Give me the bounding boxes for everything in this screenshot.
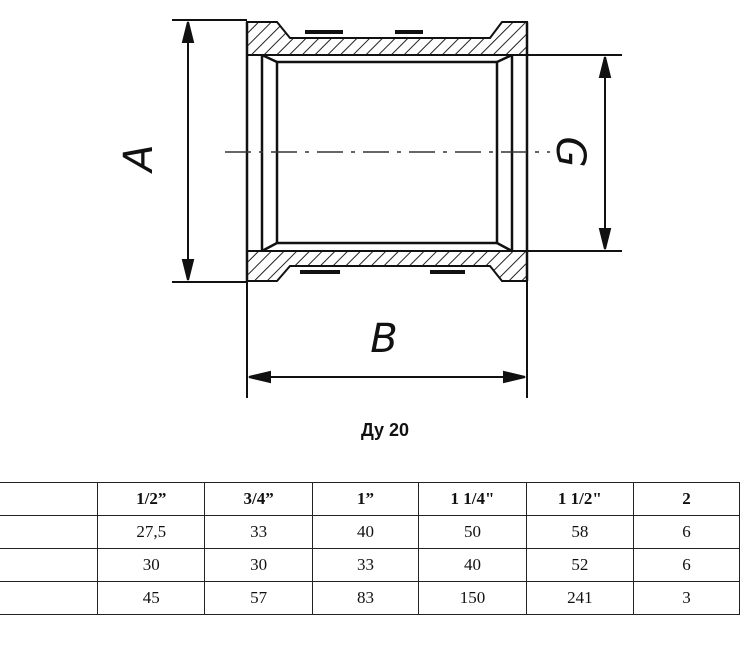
table-cell: 58 (525, 515, 635, 549)
table-cell (0, 515, 99, 549)
table-cell: 33 (311, 548, 420, 582)
table-row: 30 30 33 40 52 6 (0, 548, 740, 582)
table-cell: 50 (418, 515, 527, 549)
table-cell: 83 (311, 581, 420, 615)
table-cell: 40 (418, 548, 527, 582)
table-cell: 6 (633, 548, 740, 582)
table-header-cell: 1/2” (97, 482, 206, 516)
diagram-caption: Ду 20 (360, 420, 410, 440)
table-cell: 6 (633, 515, 740, 549)
label-a: A (116, 144, 162, 174)
table-header-cell: 2 (633, 482, 740, 516)
coupling-drawing: A G B (116, 19, 622, 398)
table-cell: 150 (418, 581, 527, 615)
table-cell: 30 (97, 548, 206, 582)
table-header-cell: 1” (311, 482, 420, 516)
table-header-row: 1/2” 3/4” 1” 1 1/4" 1 1/2" 2 (0, 482, 740, 516)
table-cell: 57 (204, 581, 313, 615)
thread-marks (300, 30, 465, 274)
table-header-cell: 1 1/2" (525, 482, 635, 516)
table-cell: 45 (97, 581, 206, 615)
table-cell: 3 (633, 581, 740, 615)
bottom-wall-hatch (246, 250, 528, 282)
table-header-cell: 1 1/4" (418, 482, 527, 516)
table-header-cell: 3/4” (204, 482, 313, 516)
label-g: G (547, 137, 593, 168)
table-row: 27,5 33 40 50 58 6 (0, 515, 740, 549)
table-cell: 40 (311, 515, 420, 549)
table-row: 45 57 83 150 241 3 (0, 581, 740, 615)
table-header-cell (0, 482, 99, 516)
dimension-b (246, 281, 528, 398)
table-cell (0, 548, 99, 582)
table-cell: 27,5 (97, 515, 206, 549)
table-cell: 33 (204, 515, 313, 549)
dimension-a (172, 19, 247, 283)
table-cell: 241 (525, 581, 635, 615)
label-b: B (370, 316, 397, 362)
dimensions-table: 1/2” 3/4” 1” 1 1/4" 1 1/2" 2 27,5 33 40 … (0, 482, 740, 615)
table-cell (0, 581, 99, 615)
top-wall-hatch (246, 21, 528, 56)
dimension-g (527, 54, 622, 252)
table-cell: 52 (525, 548, 635, 582)
table-cell: 30 (204, 548, 313, 582)
